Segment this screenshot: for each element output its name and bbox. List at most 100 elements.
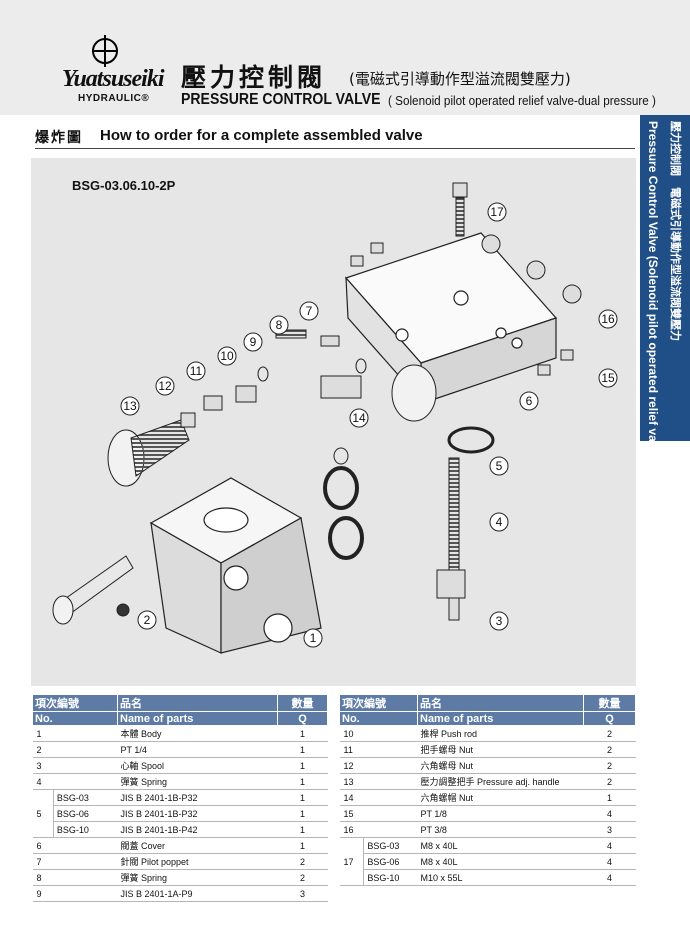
th-q-en: Q [277, 711, 328, 726]
cell-part-name: M8 x 40L [417, 853, 584, 870]
callout-label: 7 [306, 304, 313, 318]
cell-part-name: JIS B 2401-1A-P9 [117, 885, 278, 902]
th-q-en: Q [583, 711, 636, 726]
cell-sub: BSG-06 [52, 805, 118, 822]
th-q-zh: 數量 [277, 694, 328, 712]
callout-label: 13 [123, 399, 137, 413]
callout-label: 17 [490, 205, 504, 219]
cell-qty: 4 [583, 805, 636, 822]
callout-9: 9 [243, 332, 263, 352]
cell-qty: 1 [277, 741, 328, 758]
th-q-zh: 數量 [583, 694, 636, 712]
th-name-en: Name of parts [117, 711, 278, 726]
cell-part-name: PT 3/8 [417, 821, 584, 838]
cell-sub: BSG-10 [363, 869, 418, 886]
cell-sub: BSG-06 [363, 853, 418, 870]
cell-no: 10 [339, 725, 418, 742]
cell-qty: 1 [583, 789, 636, 806]
cell-qty: 2 [277, 869, 328, 886]
cell-no: 8 [32, 869, 118, 886]
cell-no: 14 [339, 789, 418, 806]
side-tab-zh: 壓力控制閥 電磁式引導動作型溢流閥雙壓力 [669, 121, 682, 341]
cell-qty: 4 [583, 869, 636, 886]
callout-label: 12 [158, 379, 172, 393]
cell-sub: BSG-03 [52, 789, 118, 806]
cell-part-name: JIS B 2401-1B-P32 [117, 805, 278, 822]
cell-part-name: JIS B 2401-1B-P42 [117, 821, 278, 838]
cell-part-name: 心軸 Spool [117, 757, 278, 774]
callout-label: 10 [220, 349, 234, 363]
cell-part-name: 閥蓋 Cover [117, 837, 278, 854]
cell-part-name: 推桿 Push rod [417, 725, 584, 742]
body-bolt [52, 555, 134, 625]
cell-qty: 2 [583, 741, 636, 758]
cell-no: 12 [339, 757, 418, 774]
th-no-en: No. [32, 711, 118, 726]
section-title-en: How to order for a complete assembled va… [100, 127, 423, 144]
callout-label: 14 [352, 411, 366, 425]
callout-8: 8 [269, 315, 289, 335]
brand-name: Yuatsuseiki [62, 66, 164, 92]
callout-label: 11 [190, 364, 203, 378]
cell-no: 7 [32, 853, 118, 870]
cell-part-name: 六角螺母 Nut [417, 757, 584, 774]
cell-qty: 4 [583, 837, 636, 854]
cell-part-name: 針閥 Pilot poppet [117, 853, 278, 870]
cell-no: 4 [32, 773, 118, 790]
th-no-zh: 項次編號 [32, 694, 118, 712]
callout-label: 2 [144, 613, 151, 627]
cell-no: 6 [32, 837, 118, 854]
cell-qty: 2 [583, 773, 636, 790]
cell-no: 11 [339, 741, 418, 758]
callout-7: 7 [299, 301, 319, 321]
cell-qty: 1 [277, 789, 328, 806]
cell-qty: 1 [277, 757, 328, 774]
model-code: BSG-03.06.10-2P [72, 178, 176, 193]
title-zh-sub: (電磁式引導動作型溢流閥雙壓力) [349, 70, 571, 88]
cell-qty: 2 [583, 757, 636, 774]
cover-block [344, 232, 558, 405]
cell-part-name: 六角螺帽 Nut [417, 789, 584, 806]
callout-13: 13 [120, 396, 140, 416]
brand-sub: HYDRAULIC® [78, 93, 150, 104]
cell-part-name: PT 1/8 [417, 805, 584, 822]
cell-qty: 1 [277, 837, 328, 854]
cell-no: 17 [339, 837, 364, 886]
section-heading: 爆炸圖 How to order for a complete assemble… [35, 127, 635, 149]
cell-part-name: PT 1/4 [117, 741, 278, 758]
cell-no: 15 [339, 805, 418, 822]
callout-16: 16 [598, 309, 618, 329]
callout-10: 10 [217, 346, 237, 366]
th-name-en: Name of parts [417, 711, 584, 726]
cell-no: 13 [339, 773, 418, 790]
cell-no: 2 [32, 741, 118, 758]
cell-no: 1 [32, 725, 118, 742]
callout-11: 11 [186, 361, 206, 381]
cell-qty: 1 [277, 725, 328, 742]
callout-label: 4 [496, 515, 503, 529]
th-no-zh: 項次編號 [339, 694, 418, 712]
side-tab-en: Pressure Control Valve (Solenoid pilot o… [646, 121, 660, 441]
cell-qty: 1 [277, 821, 328, 838]
th-name-zh: 品名 [417, 694, 584, 712]
callout-label: 6 [526, 394, 533, 408]
callout-label: 5 [496, 459, 503, 473]
